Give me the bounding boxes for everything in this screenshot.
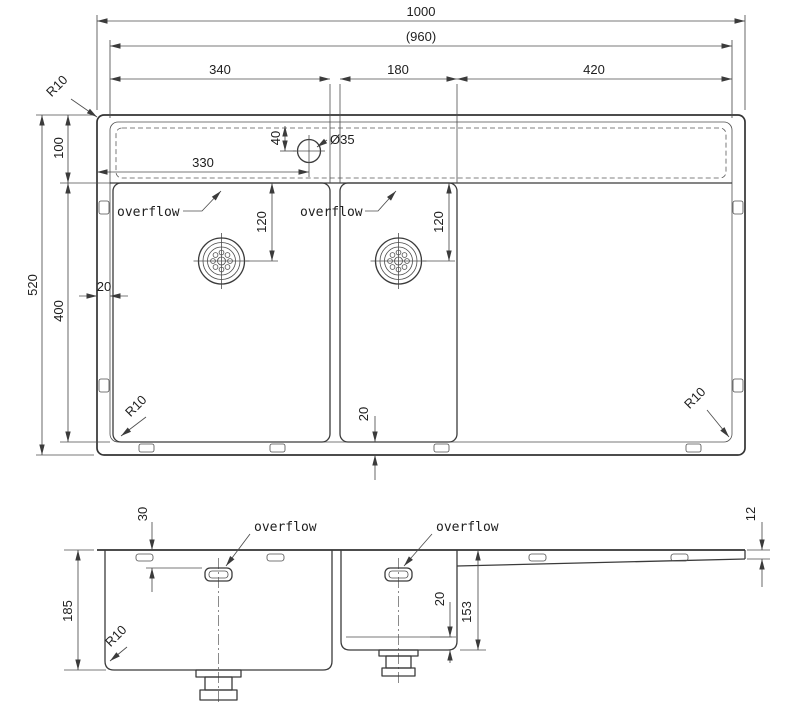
front-view-outline <box>97 549 746 703</box>
dim-rim-depth: 100 <box>51 137 66 159</box>
dim-bowl1-width: 340 <box>209 62 231 77</box>
overflow-label-front-left: overflow <box>254 520 317 535</box>
dim-bowl2-depth: 153 <box>459 601 474 623</box>
dim-side-gap: 20 <box>97 279 111 294</box>
top-view-dimension-texts: 1000 (960) 340 180 420 520 100 400 330 4… <box>25 4 709 421</box>
mounting-clips-top <box>98 200 744 453</box>
bowl-middle-top <box>339 182 458 443</box>
front-view-dimension-lines <box>64 522 770 671</box>
dim-drain-offset-right: 120 <box>431 211 446 233</box>
dim-bowl2-width: 180 <box>387 62 409 77</box>
top-view: 1000 (960) 340 180 420 520 100 400 330 4… <box>25 4 746 480</box>
dim-drainboard-width: 420 <box>583 62 605 77</box>
dim-faucet-hole-diameter: Ø35 <box>330 132 355 147</box>
faucet-hole <box>293 135 325 177</box>
drain-left <box>192 232 251 290</box>
front-view-dimension-texts: 30 185 R10 20 153 12 overflow overflow <box>60 507 758 650</box>
dim-total-depth: 520 <box>25 274 40 296</box>
radius-front: R10 <box>102 622 129 649</box>
dim-faucet-from-edge: 40 <box>268 131 283 145</box>
front-view-slots <box>135 553 689 562</box>
dim-drain-offset-left: 120 <box>254 211 269 233</box>
dim-bottom-step: 20 <box>432 592 447 606</box>
overflow-label-front-right: overflow <box>436 520 499 535</box>
dim-overall-width: 1000 <box>407 4 436 19</box>
top-view-outline <box>96 84 746 456</box>
radius-bottom-left: R10 <box>122 392 149 419</box>
bowl-left-top <box>112 182 331 443</box>
dim-bowl-depth: 400 <box>51 300 66 322</box>
dim-inner-width: (960) <box>406 29 436 44</box>
dim-bowl1-depth: 185 <box>60 600 75 622</box>
drain-right <box>369 232 428 290</box>
radius-top-left: R10 <box>43 72 70 99</box>
drainboard-underside <box>456 558 746 567</box>
front-view: 30 185 R10 20 153 12 overflow overflow <box>60 507 770 703</box>
overflow-holes-front <box>204 567 413 582</box>
radius-bottom-right: R10 <box>681 384 708 411</box>
top-view-dimension-lines <box>36 15 746 480</box>
overflow-label-top-right: overflow <box>300 205 363 220</box>
dim-faucet-offset: 330 <box>192 155 214 170</box>
dim-board-thickness: 12 <box>743 507 758 521</box>
dim-overflow-height: 30 <box>135 507 150 521</box>
overflow-label-top-left: overflow <box>117 205 180 220</box>
drain-fittings-front <box>195 649 419 701</box>
dim-bottom-gap: 20 <box>356 407 371 421</box>
